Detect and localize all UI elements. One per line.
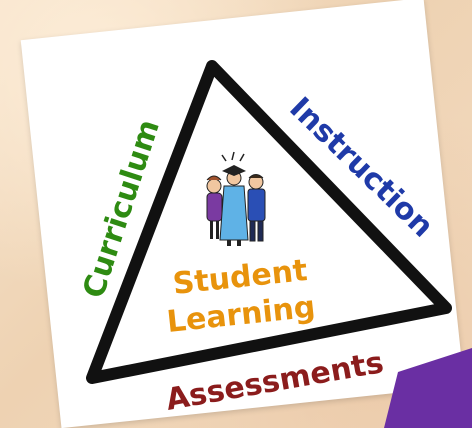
- graduation-group-icon: [206, 151, 266, 246]
- triangle-outline: [86, 60, 452, 384]
- corner-accent: [384, 348, 472, 428]
